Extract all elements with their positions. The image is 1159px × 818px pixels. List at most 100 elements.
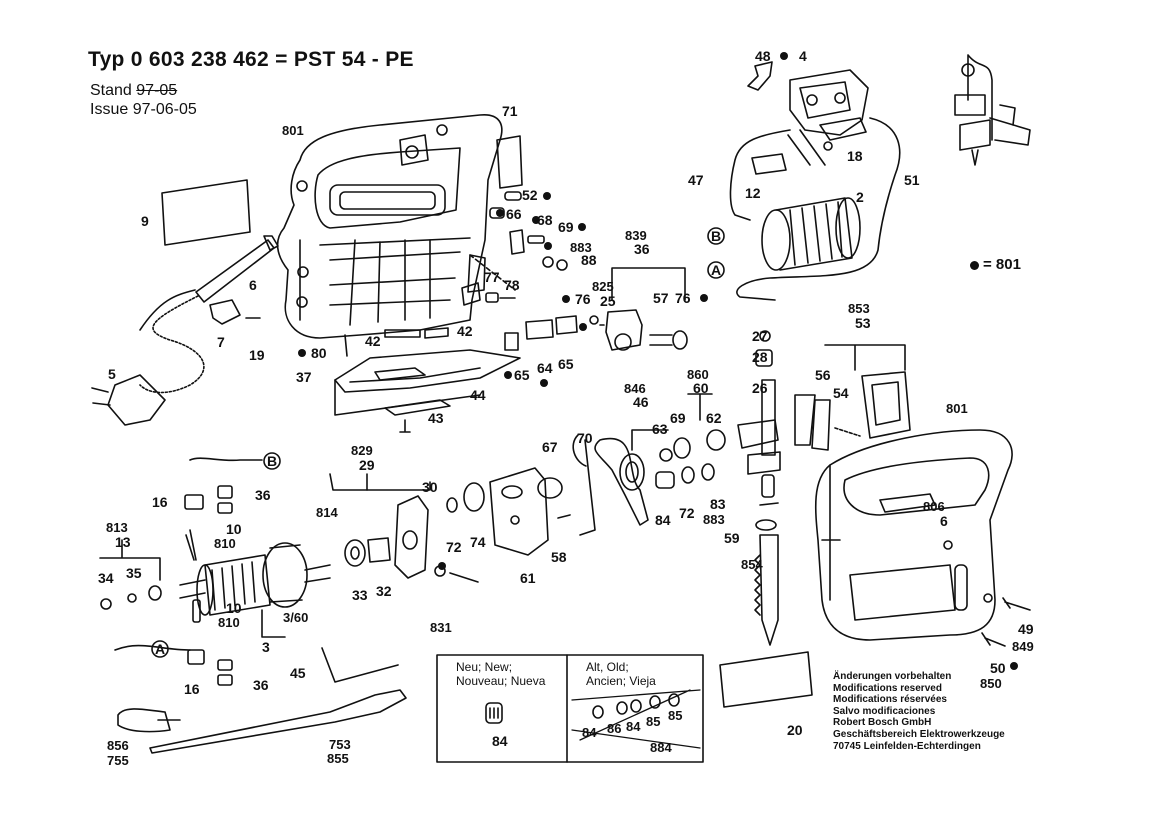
part-number-p32: 32 bbox=[376, 583, 392, 599]
old-part-number: 85 bbox=[668, 708, 682, 723]
part-number-p18: 18 bbox=[847, 148, 863, 164]
part-number-p13: 13 bbox=[115, 534, 131, 550]
part-number-p57: 57 bbox=[653, 290, 669, 306]
note-line: Salvo modificaciones bbox=[833, 705, 936, 717]
part-number-p68: 68 bbox=[537, 212, 553, 228]
new-part-number: 84 bbox=[492, 733, 508, 749]
part-number-p53: 53 bbox=[855, 315, 871, 331]
wiring-schematic bbox=[954, 54, 1031, 166]
part-number-p849: 849 bbox=[1012, 639, 1034, 654]
part-number-p30: 30 bbox=[422, 479, 438, 495]
part-number-p27: 27 bbox=[752, 328, 768, 344]
stand-label: Stand bbox=[90, 82, 132, 99]
part-number-p69b: 69 bbox=[670, 410, 686, 426]
part-number-p51: 51 bbox=[904, 172, 920, 188]
part-number-p360: 3/60 bbox=[283, 610, 308, 625]
old-part-number: 85 bbox=[646, 714, 660, 729]
part-number-p831: 831 bbox=[430, 620, 452, 635]
part-number-p4: 4 bbox=[799, 48, 807, 64]
issue-date: 97-06-05 bbox=[132, 101, 197, 118]
housing-half-right bbox=[814, 429, 1013, 641]
part-number-p46: 46 bbox=[633, 394, 649, 410]
old-part-number: 884 bbox=[650, 740, 672, 755]
part-number-p860: 860 bbox=[687, 367, 709, 382]
bullet-icon bbox=[970, 260, 979, 270]
part-number-p850: 850 bbox=[980, 676, 1002, 691]
part-number-p36c: 36 bbox=[253, 677, 269, 693]
part-number-p67: 67 bbox=[542, 439, 558, 455]
part-number-p29: 29 bbox=[359, 457, 375, 473]
part-number-p49: 49 bbox=[1018, 621, 1034, 637]
issue-label: Issue bbox=[90, 101, 129, 118]
part-number-p883a: 883 bbox=[570, 240, 592, 255]
part-number-p33: 33 bbox=[352, 587, 368, 603]
part-number-p20: 20 bbox=[787, 722, 803, 738]
housing-half-left bbox=[276, 114, 503, 339]
armature bbox=[179, 542, 331, 616]
part-number-p16b: 16 bbox=[184, 681, 200, 697]
part-number-p64: 64 bbox=[537, 360, 553, 376]
part-number-p61: 61 bbox=[520, 570, 536, 586]
part-number-p72b: 72 bbox=[679, 505, 695, 521]
stator bbox=[761, 197, 861, 271]
part-number-p814: 814 bbox=[316, 505, 338, 520]
part-number-p806: 806 bbox=[923, 499, 945, 514]
note-line: Änderungen vorbehalten bbox=[833, 671, 952, 682]
part-number-p48: 48 bbox=[755, 48, 771, 64]
part-number-p45: 45 bbox=[290, 665, 306, 681]
part-number-p66: 66 bbox=[506, 206, 522, 222]
screwdriver bbox=[149, 689, 407, 754]
part-number-p9: 9 bbox=[141, 213, 149, 229]
part-number-p846: 846 bbox=[624, 381, 646, 396]
part-number-pA2: A bbox=[155, 641, 165, 657]
part-number-p856a: 856 bbox=[107, 738, 129, 753]
part-number-p62: 62 bbox=[706, 410, 722, 426]
part-number-p76b: 76 bbox=[675, 290, 691, 306]
part-number-p84a: 84 bbox=[655, 512, 671, 528]
part-number-p854: 854 bbox=[741, 557, 763, 572]
part-number-p78: 78 bbox=[504, 277, 520, 293]
note-line: 70745 Leinfelden-Echterdingen bbox=[833, 740, 981, 752]
issue-line: Issue 97-06-05 bbox=[90, 101, 197, 119]
part-number-p7: 7 bbox=[217, 334, 225, 350]
part-number-p6b: 6 bbox=[940, 513, 948, 529]
part-number-p58: 58 bbox=[551, 549, 567, 565]
plunger-rod bbox=[761, 379, 776, 456]
part-number-p71: 71 bbox=[502, 103, 518, 119]
part-number-p44: 44 bbox=[470, 387, 486, 403]
part-number-p59: 59 bbox=[724, 530, 740, 546]
part-number-p6: 6 bbox=[249, 277, 257, 293]
part-number-p34: 34 bbox=[98, 570, 114, 586]
part-number-p72a: 72 bbox=[446, 539, 462, 555]
part-number-p829: 829 bbox=[351, 443, 373, 458]
part-number-p54: 54 bbox=[833, 385, 849, 401]
part-number-p80: 80 bbox=[311, 345, 327, 361]
part-number-p2: 2 bbox=[856, 189, 864, 205]
part-number-p853: 853 bbox=[848, 301, 870, 316]
part-number-p47: 47 bbox=[688, 172, 704, 188]
part-number-p839: 839 bbox=[625, 228, 647, 243]
legend: = 801 bbox=[970, 256, 1021, 273]
stand-date: 97-05 bbox=[136, 82, 178, 99]
part-number-p65a: 65 bbox=[514, 367, 530, 383]
part-number-p69a: 69 bbox=[558, 219, 574, 235]
nameplate bbox=[719, 651, 813, 708]
part-number-p77: 77 bbox=[484, 269, 500, 285]
part-number-p810b: 810 bbox=[218, 615, 240, 630]
part-number-p63: 63 bbox=[652, 421, 668, 437]
part-number-p52: 52 bbox=[522, 187, 538, 203]
part-number-p801a: 801 bbox=[282, 123, 304, 138]
dot-markers bbox=[298, 52, 1018, 670]
part-number-p56: 56 bbox=[815, 367, 831, 383]
note-line: Geschäftsbereich Elektrowerkzeuge bbox=[833, 728, 1005, 740]
gear bbox=[619, 453, 645, 491]
part-number-p19: 19 bbox=[249, 347, 265, 363]
part-number-p42b: 42 bbox=[457, 323, 473, 339]
old-part-number: 84 bbox=[582, 725, 597, 740]
part-number-p855: 855 bbox=[327, 751, 349, 766]
new-label: Neu; New; Nouveau; Nueva bbox=[456, 660, 546, 688]
part-number-p5: 5 bbox=[108, 366, 116, 382]
part-number-pA1: A bbox=[711, 262, 721, 278]
part-number-p810a: 810 bbox=[214, 536, 236, 551]
part-number-p50: 50 bbox=[990, 660, 1006, 676]
